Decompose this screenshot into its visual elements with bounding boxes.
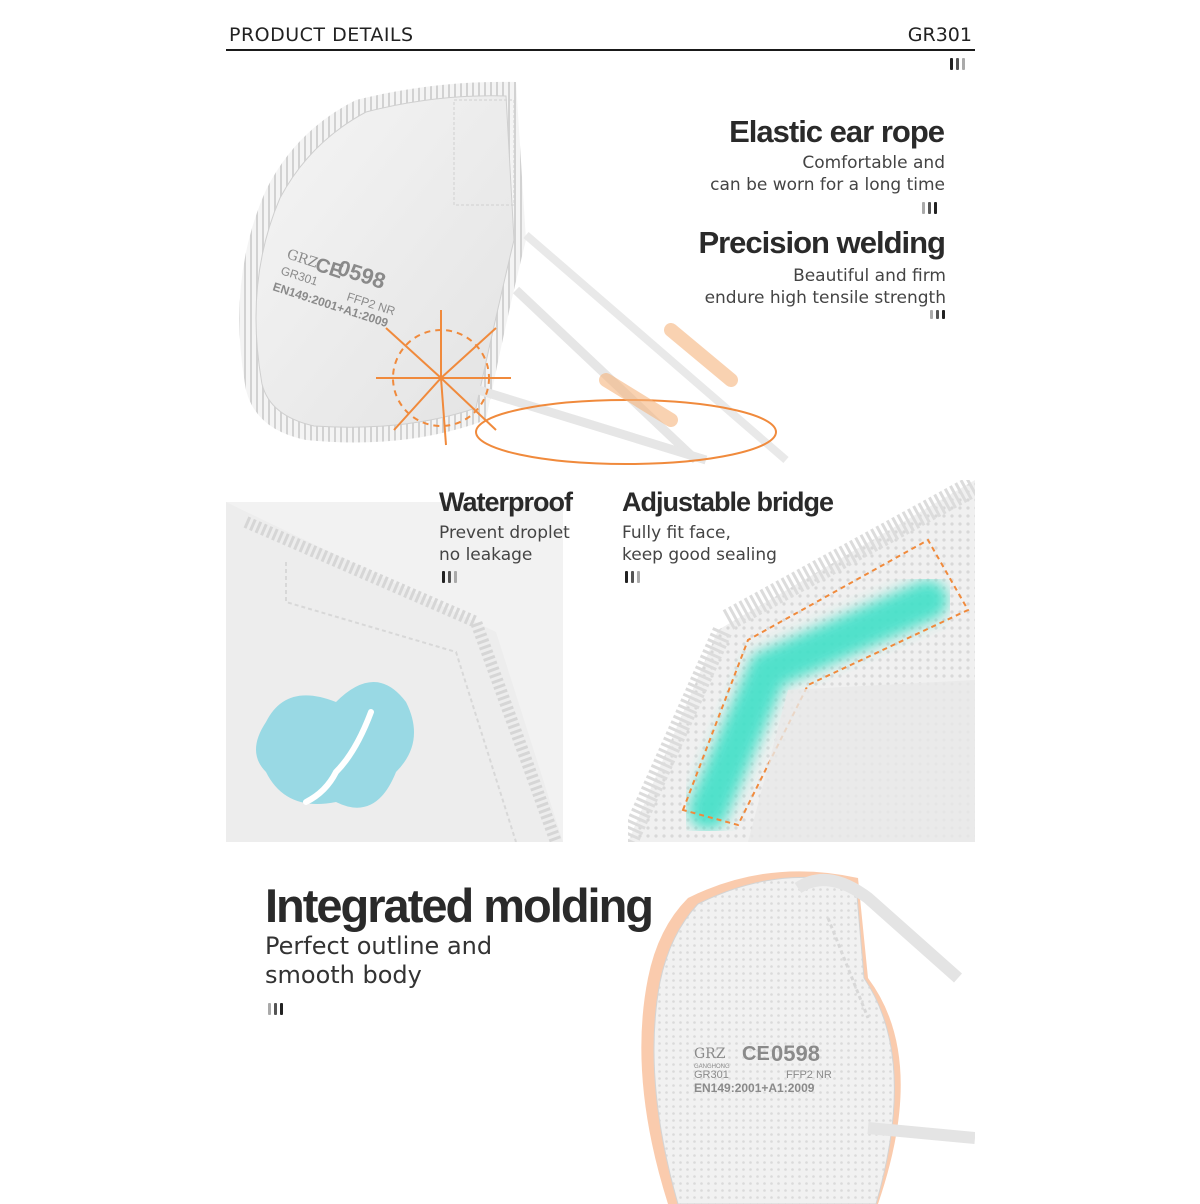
ear-rope-line1: Comfortable and xyxy=(802,153,945,173)
welding-title: Precision welding xyxy=(698,225,946,260)
mask-front-brand: GRZ xyxy=(694,1046,726,1062)
bars-icon xyxy=(442,571,457,583)
bridge-line1: Fully fit face, xyxy=(622,523,731,543)
waterproof-line1: Prevent droplet xyxy=(439,523,570,543)
ear-rope-title: Elastic ear rope xyxy=(729,114,945,149)
mask-front-image: GRZ GANGHONG CE 0598 GR301 FFP2 NR EN149… xyxy=(628,858,975,1204)
mask-front-brand-sub: GANGHONG xyxy=(694,1064,730,1070)
waterproof-line2: no leakage xyxy=(439,545,533,565)
bars-icon xyxy=(930,310,945,319)
molding-desc: Perfect outline and smooth body xyxy=(265,932,492,990)
mask-side-image: GRZ 0598 CE GR301 FFP2 NR EN149:2001+A1:… xyxy=(226,60,876,465)
bridge-desc: Fully fit face, keep good sealing xyxy=(622,522,777,566)
model-code: GR301 xyxy=(907,24,972,46)
mask-front-ce: CE xyxy=(742,1043,770,1065)
bridge-line2: keep good sealing xyxy=(622,545,777,565)
ear-rope-line2: can be worn for a long time xyxy=(710,175,945,195)
page-title: PRODUCT DETAILS xyxy=(229,24,414,46)
bars-icon xyxy=(950,58,965,70)
molding-line1: Perfect outline and xyxy=(265,932,493,960)
bars-icon xyxy=(268,1003,283,1015)
mask-front-class: FFP2 NR xyxy=(786,1069,832,1081)
molding-title: Integrated molding xyxy=(265,879,654,932)
bridge-image xyxy=(628,480,975,842)
welding-line2: endure high tensile strength xyxy=(704,288,946,308)
bars-icon xyxy=(922,202,937,214)
ear-rope-desc: Comfortable and can be worn for a long t… xyxy=(710,152,945,196)
molding-line2: smooth body xyxy=(265,961,422,989)
bridge-title: Adjustable bridge xyxy=(622,487,834,517)
mask-front-standard: EN149:2001+A1:2009 xyxy=(694,1081,815,1095)
bars-icon xyxy=(625,571,640,583)
mask-front-model: GR301 xyxy=(694,1069,729,1081)
waterproof-title: Waterproof xyxy=(439,487,573,517)
header-divider xyxy=(226,49,975,51)
mask-front-cert: 0598 xyxy=(771,1041,820,1066)
welding-desc: Beautiful and firm endure high tensile s… xyxy=(705,265,946,309)
waterproof-desc: Prevent droplet no leakage xyxy=(439,522,570,566)
welding-line1: Beautiful and firm xyxy=(793,266,946,286)
waterproof-image xyxy=(226,502,563,842)
